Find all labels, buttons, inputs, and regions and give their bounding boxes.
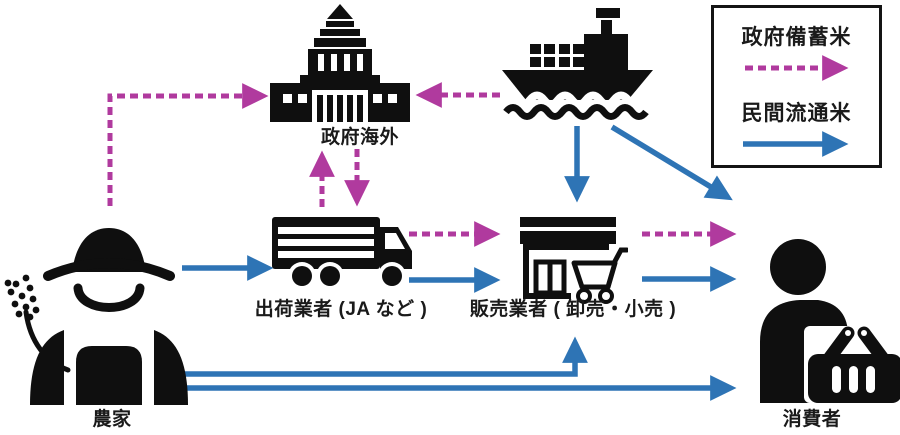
store-icon [520, 217, 628, 305]
farmer-label: 農家 [92, 409, 132, 430]
legend-label-government-reserve: 政府備蓄米 [741, 26, 852, 49]
shipper-label: 出荷業者 (JA など ) [254, 299, 428, 320]
legend-label-private-distribution: 民間流通米 [741, 102, 852, 125]
farmer-icon [4, 228, 188, 405]
legend: 政府備蓄米 民間流通米 [711, 5, 882, 168]
legend-item-private-distribution: 民間流通米 [741, 97, 853, 160]
truck-icon [272, 217, 412, 290]
legend-item-government-reserve: 政府備蓄米 [741, 21, 853, 84]
government-building-icon [270, 4, 410, 122]
cargo-ship-icon [500, 8, 655, 120]
arrow-private-ship-to-consumer [610, 124, 733, 201]
rice-grains [4, 274, 40, 321]
seller-label: 販売業者 ( 卸売・小売 ) [469, 299, 677, 320]
arrow-reserve-farmer-to-government [107, 83, 269, 206]
solid-arrow-sample [742, 131, 848, 157]
dashed-arrow-sample [744, 55, 848, 81]
arrow-private-farmer-to-seller [182, 336, 588, 377]
consumer-label: 消費者 [782, 409, 842, 430]
government-label: 政府海外 [320, 127, 400, 148]
person-with-basket-icon [760, 239, 900, 403]
